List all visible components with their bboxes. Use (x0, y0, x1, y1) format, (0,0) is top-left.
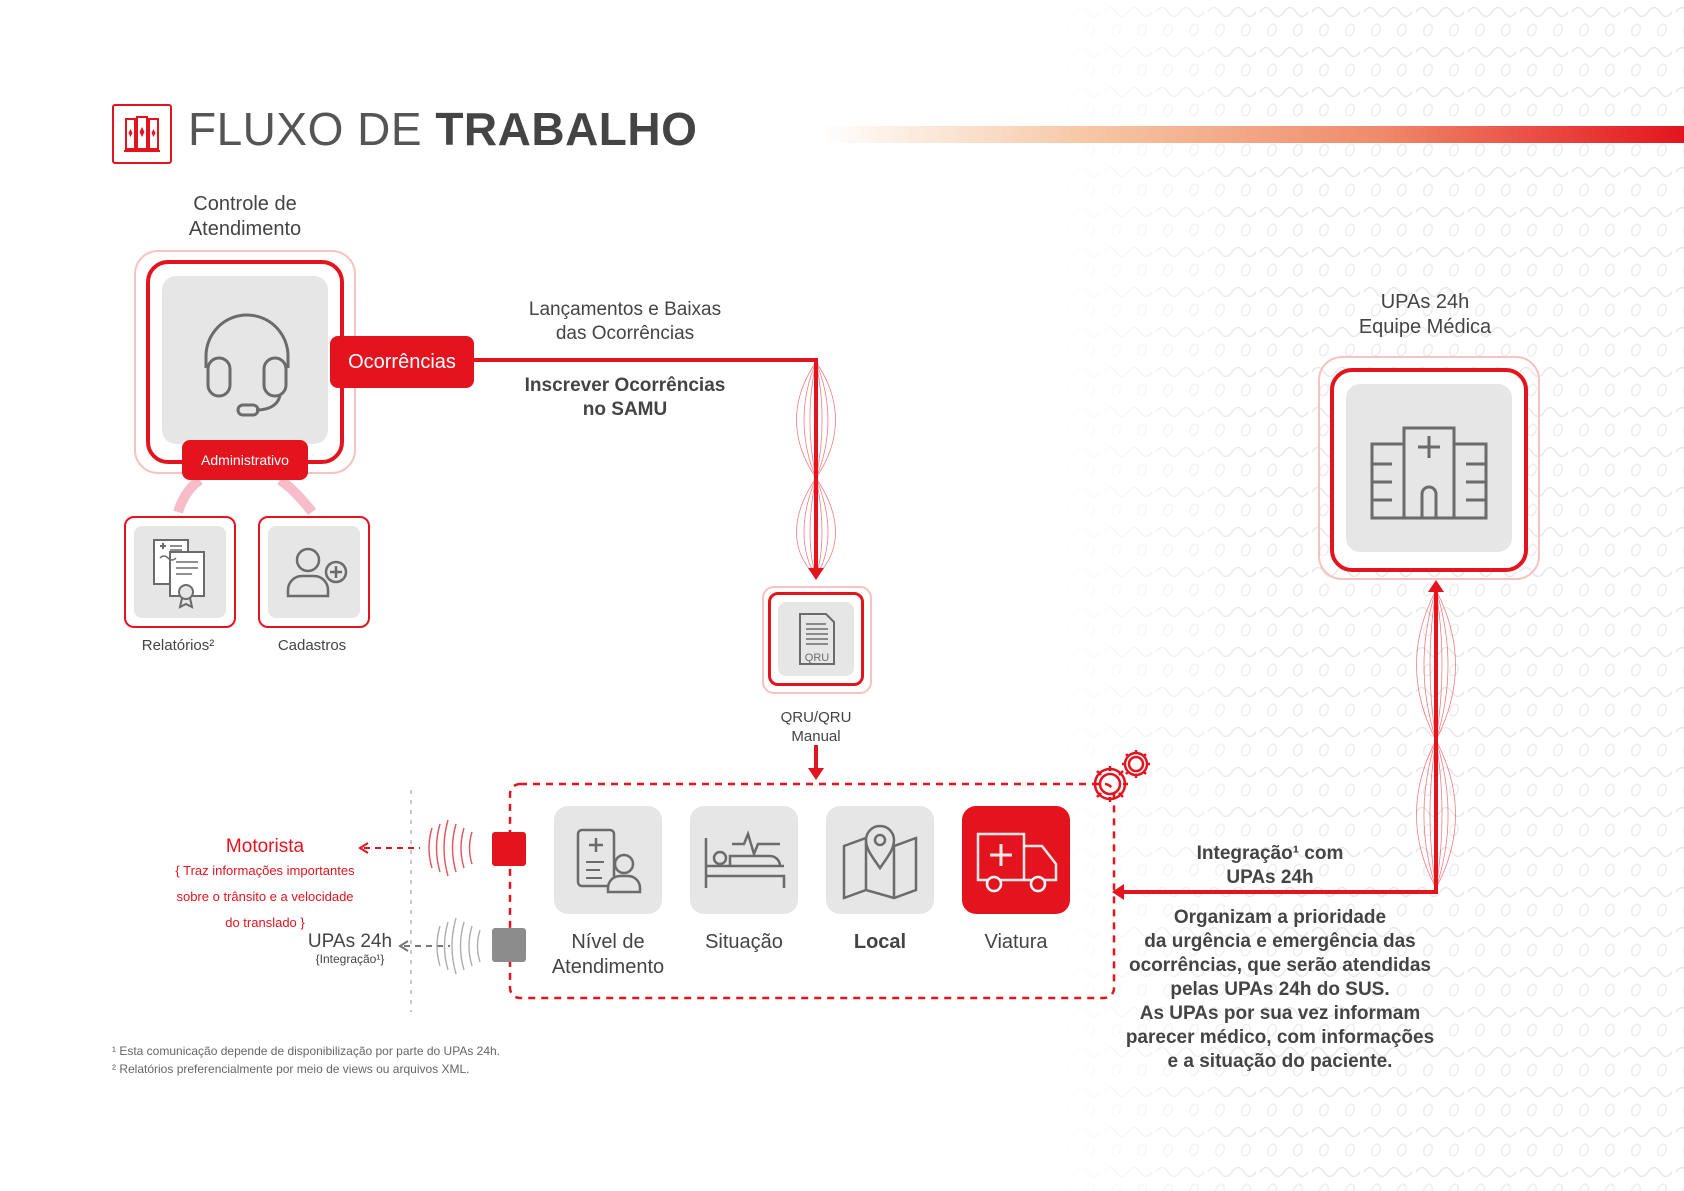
motorista-line1: { Traz informações importantes (175, 863, 355, 878)
relatorios-label: Relatórios² (141, 637, 215, 654)
qru-tile: QRU (778, 602, 854, 676)
ambulance-icon (976, 832, 1058, 893)
integracao-description: Organizam a prioridade da urgência e eme… (1125, 907, 1435, 1072)
module-local-tile (826, 806, 934, 914)
module-situacao-tile (690, 806, 798, 914)
qru-frame[interactable]: QRU (768, 592, 864, 686)
module-viatura-tile (962, 806, 1070, 914)
upas-tile (1346, 384, 1512, 552)
upas-title: UPAs 24h Equipe Médica (1358, 291, 1492, 338)
lancamentos-label: Lançamentos e Baixas das Ocorrências (528, 299, 722, 344)
inscrever-label: Inscrever Ocorrências no SAMU (524, 375, 726, 420)
upas-frame-outer (1318, 356, 1540, 580)
document-icon (799, 613, 835, 665)
upas-side-sub: {Integração¹} (315, 952, 385, 966)
books-icon (124, 116, 160, 152)
relatorios-tile (134, 526, 226, 618)
header-icon-box (112, 104, 172, 164)
qru-frame-outer (762, 586, 872, 694)
medical-record-icon (576, 828, 642, 894)
controle-tile (162, 276, 328, 444)
header-gradient-bar (820, 126, 1684, 143)
ocorrencias-button[interactable]: Ocorrências (330, 336, 474, 388)
cadastros-tile (268, 526, 360, 618)
gears-icon (1092, 750, 1150, 802)
relatorios-card[interactable] (124, 516, 236, 628)
cadastros-card[interactable] (258, 516, 370, 628)
upas-side-title: UPAs 24h (307, 931, 393, 952)
cadastros-label: Cadastros (277, 637, 347, 654)
module-local-label: Local (853, 931, 907, 953)
headset-icon (204, 313, 290, 417)
footnote-2: ² Relatórios preferencialmente por meio … (112, 1062, 470, 1076)
upas-connector-square (492, 928, 526, 962)
motorista-line2: sobre o trânsito e a velocidade (176, 889, 354, 904)
qru-icon-text: QRU (804, 652, 830, 664)
hospital-icon (1370, 426, 1488, 520)
motorista-title: Motorista (225, 836, 305, 857)
report-certificate-icon (153, 539, 205, 609)
administrativo-button[interactable]: Administrativo (182, 440, 308, 480)
module-situacao-label: Situação (705, 931, 783, 953)
add-user-icon (286, 547, 348, 598)
motorista-line3: do translado } (225, 915, 305, 930)
qru-label: QRU/QRU Manual (780, 709, 852, 745)
module-nivel-tile (554, 806, 662, 914)
integracao-title: Integração¹ com UPAs 24h (1196, 843, 1344, 888)
hospital-bed-icon (704, 830, 786, 888)
wave-pattern-background (1050, 0, 1684, 1191)
controle-frame[interactable] (146, 260, 344, 464)
footnote-1: ¹ Esta comunicação depende de disponibil… (112, 1044, 501, 1058)
upas-frame[interactable] (1330, 368, 1528, 572)
upas-side-block: UPAs 24h {Integração¹} (300, 931, 400, 967)
module-viatura-label: Viatura (984, 931, 1048, 953)
controle-title: Controle de Atendimento (188, 193, 302, 240)
page-title: FLUXO DE TRABALHO (188, 103, 698, 155)
module-nivel-label: Nível de Atendimento (551, 931, 665, 978)
map-pin-icon (842, 824, 918, 900)
motorista-connector-square (492, 832, 526, 866)
motorista-block: Motorista { Traz informações importantes… (150, 836, 380, 936)
